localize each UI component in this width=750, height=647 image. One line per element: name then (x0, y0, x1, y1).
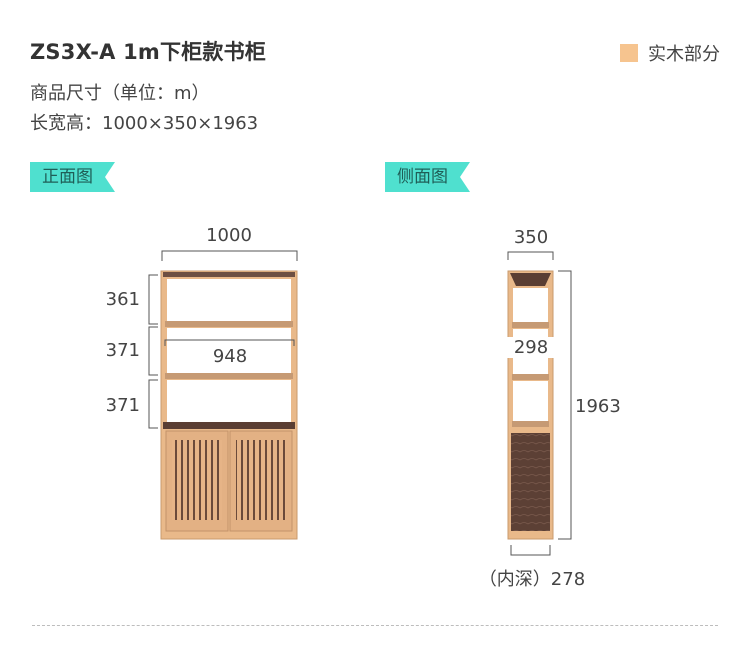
front-shelf2-label: 371 (105, 340, 140, 361)
front-shelf-3 (163, 422, 295, 429)
side-compartment-3 (513, 381, 548, 421)
front-width-label: 1000 (206, 225, 252, 246)
front-inner-width-label: 948 (190, 346, 270, 367)
side-inner-depth-label: 298 (507, 337, 555, 358)
front-shelf2-dim (148, 326, 158, 376)
side-height-label: 1963 (575, 396, 621, 417)
side-compartment-1 (513, 288, 548, 322)
side-shelf-1 (512, 322, 549, 328)
front-top-panel (163, 272, 295, 277)
front-compartment-1 (167, 279, 291, 321)
side-bottom-label: （内深）278 (478, 569, 586, 590)
front-view-tag: 正面图 (30, 162, 115, 192)
side-door-panel (511, 433, 550, 531)
page-title: ZS3X-A 1m下柜款书柜 (30, 40, 267, 64)
front-inner-width-dim (164, 339, 295, 346)
front-shelf-2 (165, 373, 293, 379)
side-bottom-dim (510, 545, 551, 556)
legend: 实木部分 (620, 40, 720, 66)
legend-swatch (620, 44, 638, 62)
front-door-right-slats (236, 440, 286, 520)
front-shelf3-label: 371 (105, 395, 140, 416)
front-cabinet (160, 270, 298, 540)
legend-label: 实木部分 (648, 44, 720, 65)
front-shelf-1 (165, 321, 293, 327)
side-top-panel (510, 273, 551, 286)
front-dimension-lines (148, 250, 298, 429)
side-shelf-3 (512, 421, 549, 427)
side-depth-dim (507, 251, 554, 260)
front-door-left-slats (172, 440, 222, 520)
side-height-dim (558, 270, 572, 540)
side-view-tag: 侧面图 (385, 162, 470, 192)
dimensions-line: 长宽高：1000×350×1963 (30, 113, 259, 134)
front-shelf1-label: 361 (105, 289, 140, 310)
side-shelf-2 (512, 374, 549, 380)
front-shelf3-dim (148, 379, 158, 429)
front-width-dim (161, 250, 298, 261)
front-shelf1-dim (148, 274, 158, 325)
footer-divider (32, 625, 718, 626)
side-depth-label: 350 (513, 227, 549, 248)
front-compartment-3 (167, 380, 291, 422)
size-unit-line: 商品尺寸（单位：m） (30, 83, 210, 104)
side-cabinet (507, 270, 554, 540)
